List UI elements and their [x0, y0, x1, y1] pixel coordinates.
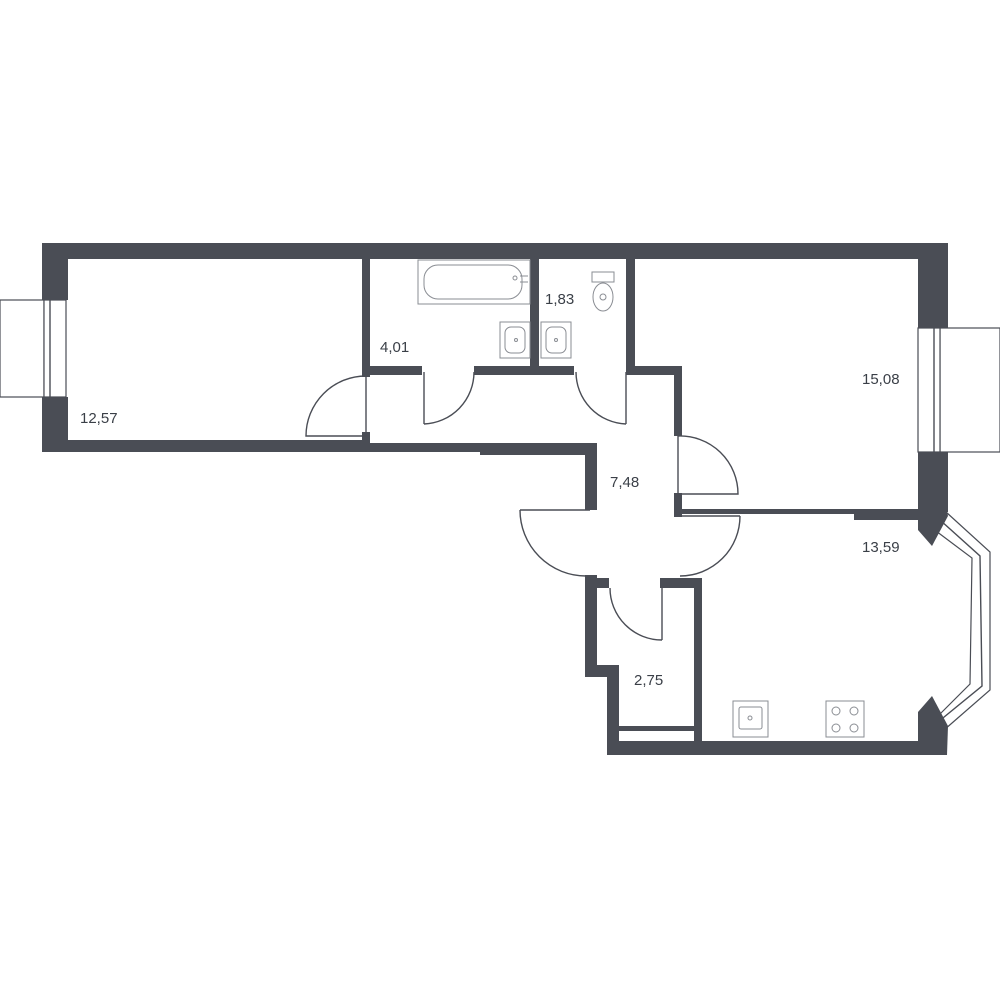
sink-icon [499, 321, 531, 359]
kitchen-sink-icon [732, 700, 769, 738]
door-swing-icon [423, 371, 475, 425]
door-swing-icon [519, 509, 590, 577]
doors [305, 371, 741, 641]
window-right [917, 327, 1000, 453]
window-bay [928, 511, 991, 731]
door-swing-icon [609, 587, 663, 641]
interior-walls [362, 255, 920, 748]
area-label-storage: 2,75 [634, 672, 663, 689]
area-label-toilet: 1,83 [545, 291, 574, 308]
door-swing-icon [575, 371, 627, 425]
bathtub-icon [417, 259, 531, 305]
stove-icon [825, 700, 865, 738]
door-swing-icon [305, 375, 367, 437]
area-label-room-right: 15,08 [862, 371, 900, 388]
window-left [0, 299, 67, 398]
area-label-hall: 7,48 [610, 474, 639, 491]
outer-walls [42, 243, 948, 755]
area-label-kitchen: 13,59 [862, 539, 900, 556]
door-swing-icon [679, 515, 741, 577]
door-swing-icon [677, 435, 739, 495]
sink-icon [540, 321, 572, 359]
area-label-room-left: 12,57 [80, 410, 118, 427]
toilet-icon [591, 271, 615, 312]
area-label-bathroom: 4,01 [380, 339, 409, 356]
